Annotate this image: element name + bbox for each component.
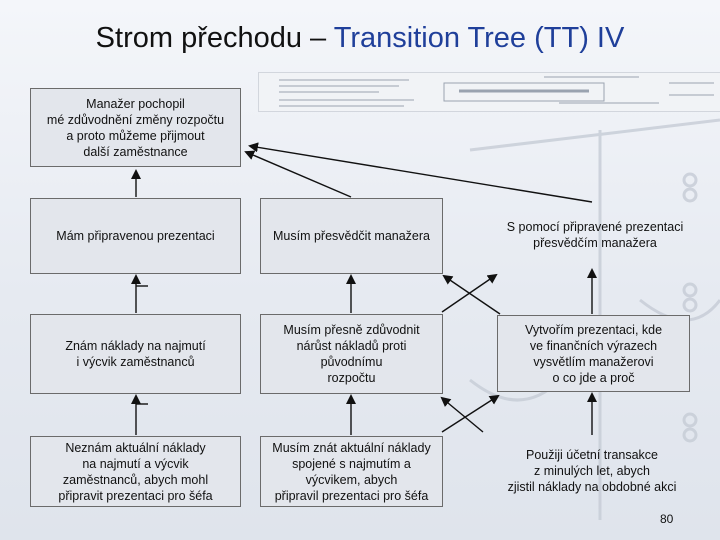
node-r1c1: Mám připravenou prezentaci [30, 198, 241, 274]
node-r3c2: Musím znát aktuální náklady spojené s na… [260, 436, 443, 507]
goal-node: Manažer pochopil mé zdůvodnění změny roz… [30, 88, 241, 167]
arrow-r1c2-to-goal [246, 152, 351, 197]
arrow-r3c2-to-r2c3 [442, 396, 498, 432]
node-r3c3: Použiji účetní transakce z minulých let,… [482, 436, 702, 506]
page-number: 80 [660, 512, 673, 526]
arrow-r2c3-to-r1c2 [444, 276, 500, 314]
node-r1c2: Musím přesvědčit manažera [260, 198, 443, 274]
node-r2c2: Musím přesně zdůvodnit nárůst nákladů pr… [260, 314, 443, 394]
node-r2c1: Znám náklady na najmutí i výcvik zaměstn… [30, 314, 241, 394]
node-r2c3: Vytvořím prezentaci, kde ve finančních v… [497, 315, 690, 392]
arrow-r1c3-to-goal [250, 146, 592, 202]
arrow-r3c3-to-r2c2 [442, 398, 483, 432]
node-r3c1: Neznám aktuální náklady na najmutí a výc… [30, 436, 241, 507]
node-r1c3: S pomocí připravené prezentaci přesvědčí… [490, 203, 700, 267]
